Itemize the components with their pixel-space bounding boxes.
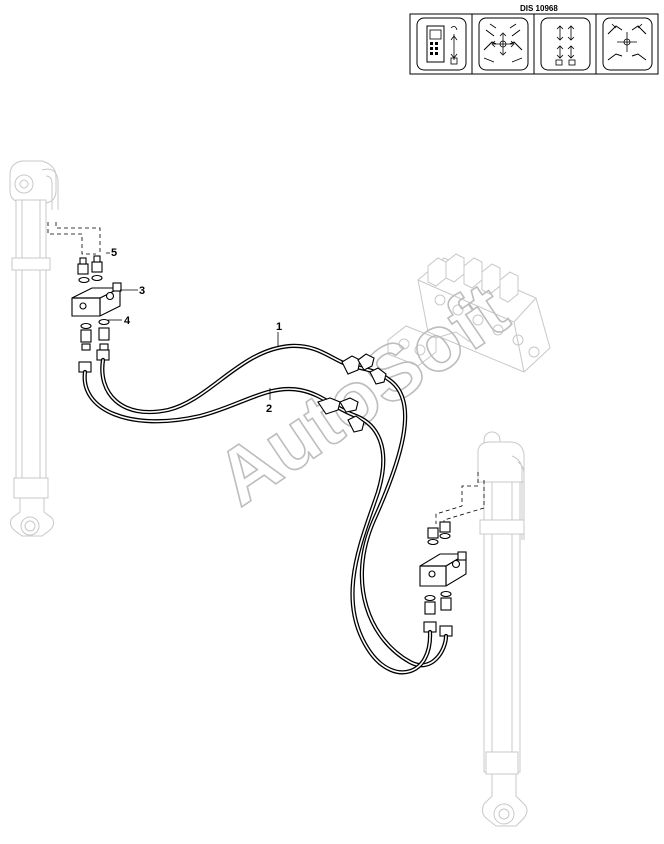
label-4: 4 [124,315,131,327]
diagram-code: DIS 10968 [520,4,558,13]
right-cylinder [477,431,528,827]
label-2: 2 [266,403,272,415]
header-panel: DIS 10968 [409,4,659,75]
left-cylinder [9,160,59,537]
control-valve-bank [387,253,551,373]
hose-end-fittings [317,353,387,433]
label-3: 3 [139,285,145,297]
arm-position-icon [602,17,653,71]
label-1: 1 [276,321,282,333]
label-5: 5 [111,247,117,259]
left-valve-assembly [47,222,122,373]
control-panel-icon [416,17,467,71]
hose-2 [82,369,433,675]
watermark: AutoSoft [200,265,522,522]
arrows-movement-icon [540,17,591,71]
crane-movement-icon [478,17,529,71]
right-valve-assembly [419,472,485,637]
